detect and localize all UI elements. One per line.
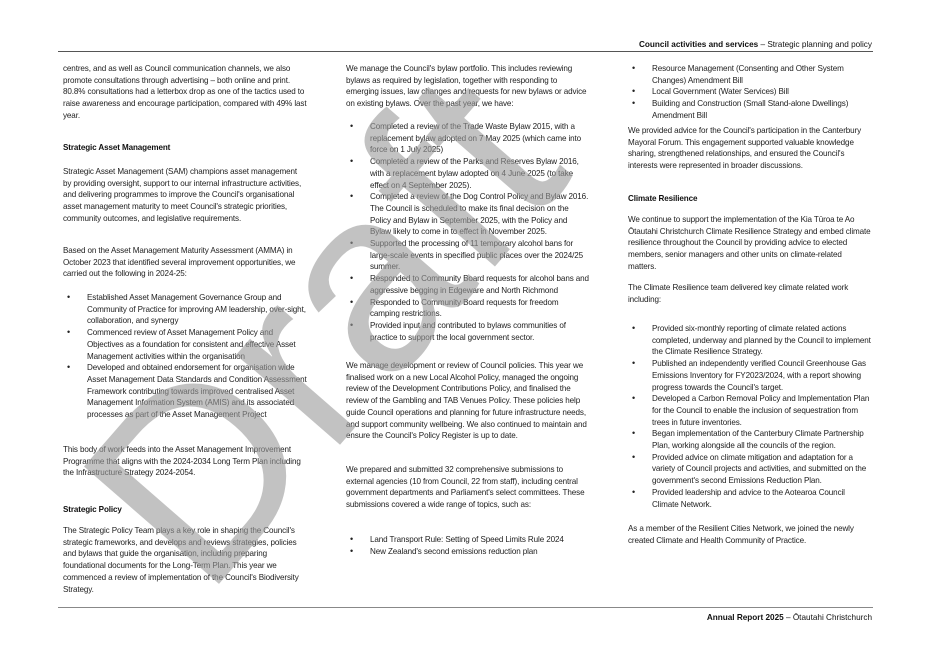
list-item: Published an independently verified Coun…: [628, 358, 872, 393]
list-item: Provided advice on climate mitigation an…: [628, 452, 872, 487]
list-item: Established Asset Management Governance …: [63, 292, 307, 327]
list-item: Building and Construction (Small Stand-a…: [628, 98, 872, 121]
bullet-list: Completed a review of the Trade Waste By…: [346, 121, 590, 343]
list-item: Completed a review of the Trade Waste By…: [346, 121, 590, 156]
paragraph: We manage the Council's bylaw portfolio.…: [346, 64, 587, 109]
section-heading: Strategic Asset Management: [63, 143, 171, 152]
footer-rule: [58, 607, 873, 608]
list-item: Land Transport Rule: Setting of Speed Li…: [346, 534, 590, 546]
paragraph: Based on the Asset Management Maturity A…: [63, 246, 296, 279]
paragraph: This body of work feeds into the Asset M…: [63, 445, 301, 478]
section-heading: Strategic Policy: [63, 505, 122, 514]
bullet-list: Land Transport Rule: Setting of Speed Li…: [346, 534, 590, 557]
list-item: Provided six-monthly reporting of climat…: [628, 323, 872, 358]
footer-place: Ōtautahi Christchurch: [792, 613, 872, 622]
paragraph: The Strategic Policy Team plays a key ro…: [63, 526, 299, 594]
list-item: Began implementation of the Canterbury C…: [628, 428, 872, 451]
header-subsection: Strategic planning and policy: [767, 40, 872, 49]
bullet-list: Established Asset Management Governance …: [63, 292, 307, 421]
paragraph: 80.8% consultations had a letterbox drop…: [63, 87, 307, 120]
list-item: Responded to Community Board requests fo…: [346, 273, 590, 296]
paragraph: We prepared and submitted 32 comprehensi…: [346, 465, 585, 510]
paragraph: The Climate Resilience team delivered ke…: [628, 283, 849, 304]
paragraph: We continue to support the implementatio…: [628, 215, 871, 271]
list-item: New Zealand's second emissions reduction…: [346, 546, 590, 558]
running-header: Council activities and services – Strate…: [639, 40, 872, 49]
running-footer: Annual Report 2025 – Ōtautahi Christchur…: [707, 613, 872, 622]
paragraph: Strategic Asset Management (SAM) champio…: [63, 167, 302, 223]
footer-sep: –: [783, 613, 793, 622]
paragraph: centres, and as well as Council communic…: [63, 64, 291, 85]
list-item: Completed a review of the Dog Control Po…: [346, 191, 590, 238]
list-item: Provided leadership and advice to the Ao…: [628, 487, 872, 510]
header-section: Council activities and services: [638, 40, 759, 49]
bullet-list: Resource Management (Consenting and Othe…: [628, 63, 872, 122]
footer-title: Annual Report 2025: [706, 613, 784, 622]
section-heading: Climate Resilience: [628, 194, 698, 203]
list-item: Developed a Carbon Removal Policy and Im…: [628, 393, 872, 428]
list-item: Resource Management (Consenting and Othe…: [628, 63, 872, 86]
list-item: Developed and obtained endorsement for o…: [63, 362, 307, 421]
paragraph: As a member of the Resilient Cities Netw…: [628, 524, 854, 545]
list-item: Local Government (Water Services) Bill: [628, 86, 872, 98]
list-item: Responded to Community Board requests fo…: [346, 297, 590, 320]
bullet-list: Provided six-monthly reporting of climat…: [628, 323, 872, 510]
header-sep: –: [758, 40, 768, 49]
list-item: Supported the processing of 11 temporary…: [346, 238, 590, 273]
list-item: Completed a review of the Parks and Rese…: [346, 156, 590, 191]
paragraph: We provided advice for the Council's par…: [628, 126, 862, 171]
paragraph: We manage development or review of Counc…: [346, 361, 587, 441]
list-item: Provided input and contributed to bylaws…: [346, 320, 590, 343]
list-item: Commenced review of Asset Management Pol…: [63, 327, 307, 362]
header-rule: [58, 51, 873, 52]
